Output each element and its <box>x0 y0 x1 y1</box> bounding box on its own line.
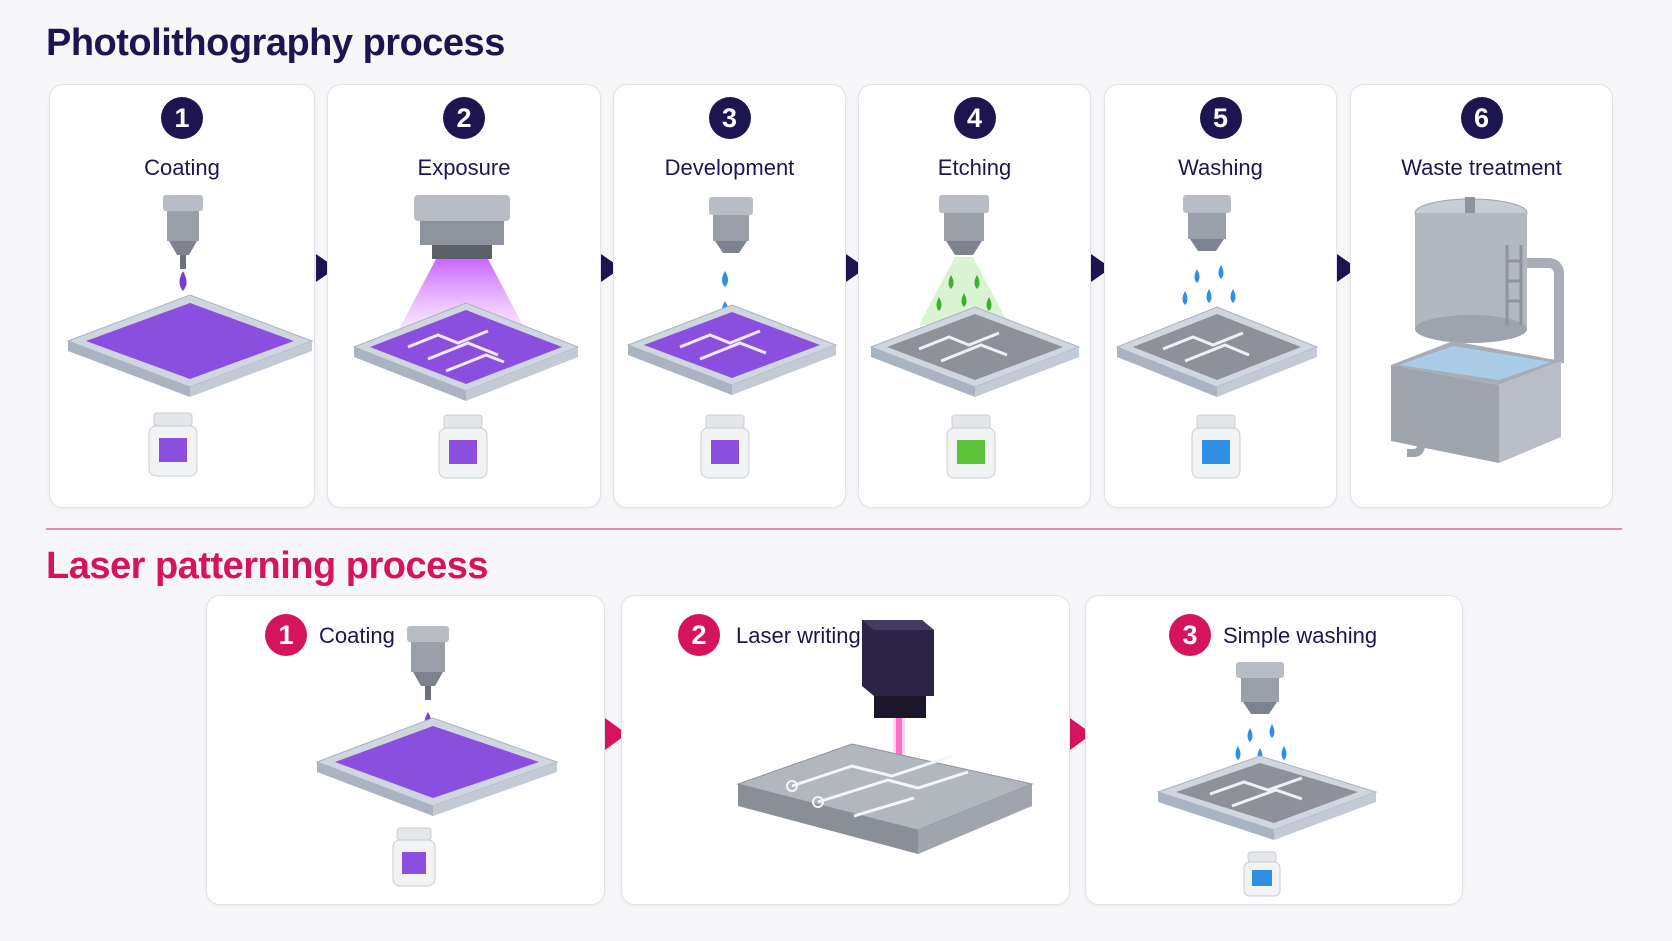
nozzle-icon <box>709 197 753 253</box>
step-label: Etching <box>937 155 1012 180</box>
step-label: Waste treatment <box>1401 155 1562 180</box>
step-badge: 1 <box>265 614 307 656</box>
nozzle-icon <box>407 626 449 700</box>
laser-patterning-title: Laser patterning process <box>46 545 489 587</box>
step-badge: 4 <box>953 97 996 139</box>
chemical-bottle-icon <box>1191 414 1241 479</box>
chemical-bottle-icon <box>438 414 488 479</box>
step-badge: 3 <box>1169 614 1211 656</box>
nozzle-icon <box>939 195 989 255</box>
nozzle-icon <box>1236 662 1284 714</box>
laser-step-laser-writing: 2 Laser writing <box>621 595 1070 905</box>
chemical-bottle-icon <box>1243 851 1281 897</box>
laser-step-coating: 1 Coating <box>206 595 605 905</box>
step-label: Development <box>664 155 795 180</box>
chemical-bottle-icon <box>148 412 198 477</box>
step-badge: 5 <box>1199 97 1242 139</box>
chemical-bottle-icon <box>700 414 750 479</box>
photo-step-exposure: 2 Exposure <box>327 84 601 508</box>
step-badge: 2 <box>443 97 485 139</box>
laser-head-icon <box>862 620 934 718</box>
nozzle-icon <box>1183 195 1231 251</box>
photo-step-washing: 5 Washing <box>1104 84 1337 508</box>
photo-step-coating: 1 Coating <box>49 84 315 508</box>
uv-lamp-icon <box>414 195 510 259</box>
substrate-icon <box>736 743 1034 854</box>
photo-step-etching: 4 Etching <box>858 84 1091 508</box>
substrate-icon <box>352 302 580 401</box>
step-label: Coating <box>144 155 220 180</box>
nozzle-icon <box>163 195 203 269</box>
step-badge: 6 <box>1460 97 1503 139</box>
waste-tank-icon <box>1391 197 1564 463</box>
substrate-icon <box>315 717 559 816</box>
photo-step-development: 3 Development <box>613 84 846 508</box>
substrate-icon <box>626 304 838 395</box>
chemical-bottle-icon <box>392 827 436 887</box>
step-label: Washing <box>1178 155 1263 180</box>
laser-step-simple-washing: 3 Simple washing <box>1085 595 1463 905</box>
photolithography-title: Photolithography process <box>46 22 505 64</box>
chemical-bottle-icon <box>946 414 996 479</box>
step-badge: 2 <box>678 614 720 656</box>
substrate-icon <box>1115 306 1319 397</box>
step-label: Simple washing <box>1223 623 1378 648</box>
substrate-icon <box>66 294 314 397</box>
substrate-icon <box>869 306 1081 397</box>
step-label: Exposure <box>417 155 511 180</box>
step-badge: 3 <box>708 97 751 139</box>
step-badge: 1 <box>161 97 203 139</box>
step-label: Laser writing <box>736 623 861 648</box>
substrate-icon <box>1156 755 1378 840</box>
step-label: Coating <box>319 623 395 648</box>
section-divider <box>46 528 1622 530</box>
photo-step-waste-treatment: 6 Waste treatment <box>1350 84 1613 508</box>
